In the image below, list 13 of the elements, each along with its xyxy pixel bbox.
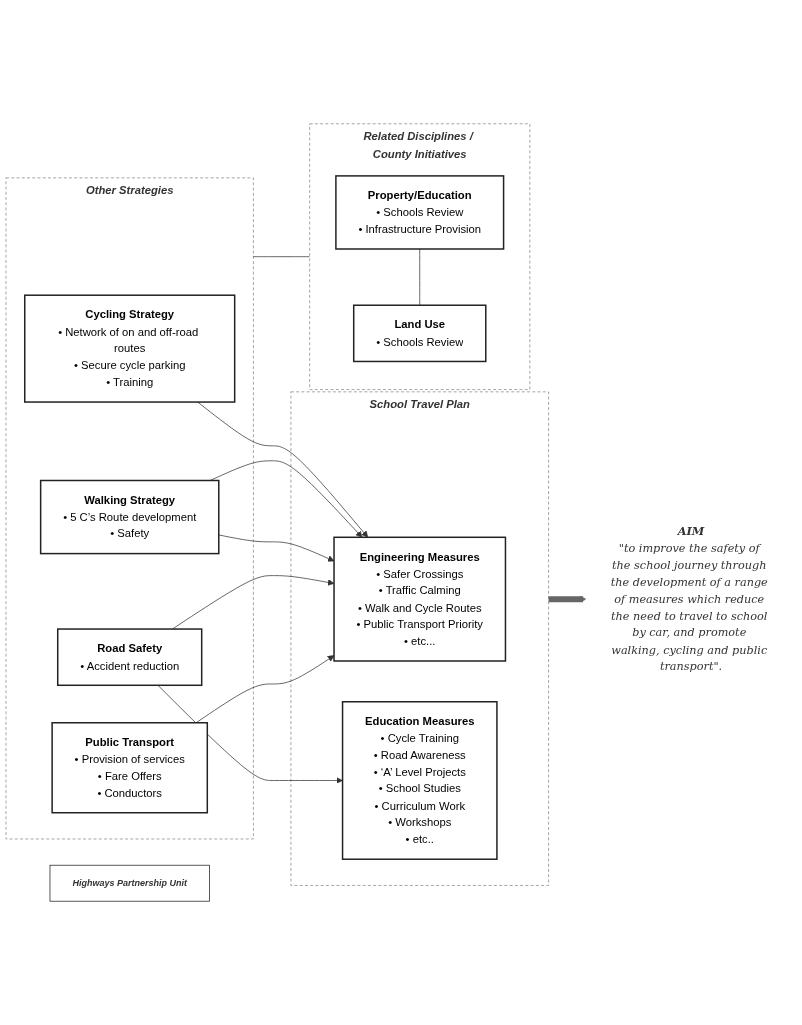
node-text: AIM "to improve the safety of the school journey through the development of a range of measures which reduce the need to travel to school by car, and promote walking, cycling and public transport". bbox=[610, 524, 768, 674]
node-box: Public Transport • Provision of services • Fare Offers • Conductors bbox=[51, 722, 209, 814]
node-box: Highways Partnership Unit bbox=[49, 864, 210, 902]
connector bbox=[253, 256, 311, 258]
node-box: Land Use • Schools Review bbox=[352, 304, 487, 363]
node-box: Walking Strategy • 5 C’s Route development • Safety bbox=[39, 479, 220, 555]
connector bbox=[419, 248, 421, 306]
node-box: Road Safety • Accident reduction bbox=[57, 628, 203, 687]
arrow bbox=[548, 595, 587, 603]
node-box: Cycling Strategy • Network of on and off-road routes • Secure cycle parking • Training bbox=[24, 294, 236, 403]
node-box: Education Measures • Cycle Training • Road Awareness • ‘A’ Level Projects • School Studies • Curriculum Work • Workshops • etc.. bbox=[341, 701, 498, 860]
node-box: Engineering Measures • Safer Crossings • Traffic Calming • Walk and Cycle Routes • Public Transport Priority • etc... bbox=[333, 536, 507, 662]
node-box: Property/Education • Schools Review • Infrastructure Provision bbox=[335, 175, 505, 250]
